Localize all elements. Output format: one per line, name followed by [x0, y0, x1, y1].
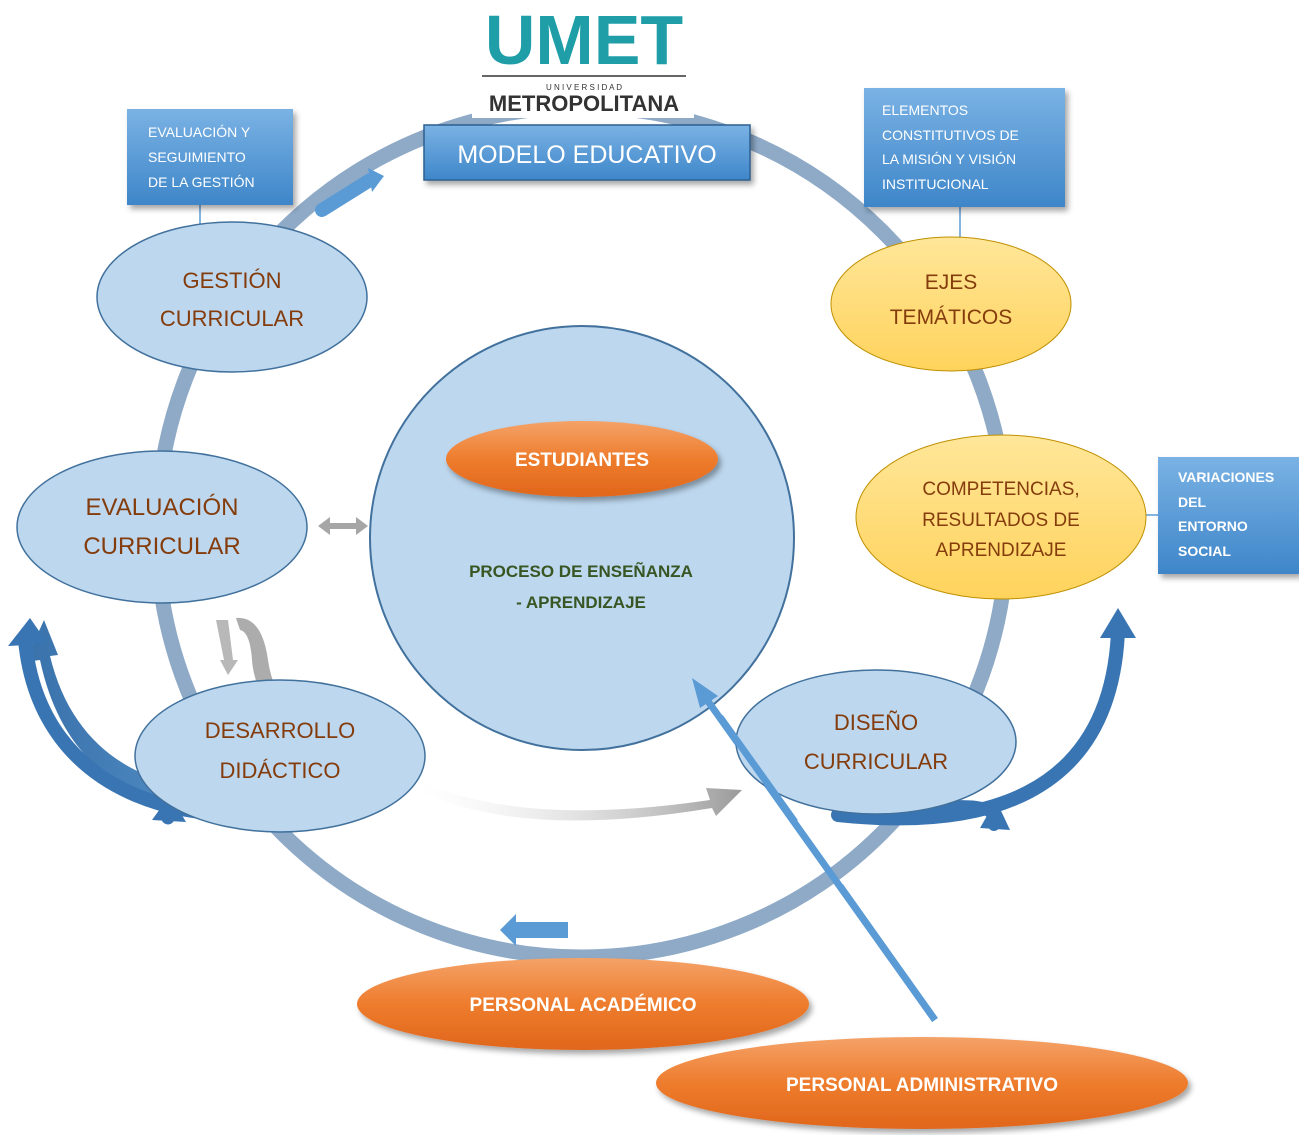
ring-arrow-top: [315, 168, 384, 217]
ejes-line-2: TEMÁTICOS: [890, 306, 1013, 329]
elementos-line-2: CONSTITUTIVOS DE: [882, 127, 1019, 143]
competencias-node: [855, 434, 1147, 600]
estudiantes-ellipse: [446, 421, 718, 497]
elementos-line-4: INSTITUCIONAL: [882, 176, 989, 192]
diseno-line-1: DISEÑO: [834, 710, 918, 735]
logo-brand: UMET: [485, 1, 683, 79]
gray-arrow-desarrollo-diseno: [418, 780, 742, 821]
modelo-educativo-title: MODELO EDUCATIVO: [457, 141, 716, 169]
evaluacion-seguimiento-box: [127, 109, 293, 205]
variaciones-line-3: ENTORNO: [1178, 518, 1248, 534]
personal-administrativo-label: PERSONAL ADMINISTRATIVO: [786, 1075, 1058, 1096]
desarrollo-line-2: DIDÁCTICO: [220, 758, 341, 783]
gray-down-arrows: [216, 617, 292, 718]
curved-arrow-left-inner-head: [152, 795, 186, 822]
competencias-line-3: APRENDIZAJE: [936, 540, 1067, 561]
personal-academico-label: PERSONAL ACADÉMICO: [470, 994, 697, 1016]
evaluacion-seguimiento-line-1: EVALUACIÓN Y: [148, 124, 251, 140]
modelo-educativo-box: [423, 124, 751, 181]
curved-arrow-right-outer: [831, 625, 1125, 826]
evaluacion-curricular-node: [16, 450, 308, 604]
gestion-line-2: CURRICULAR: [160, 306, 304, 331]
ejes-line-1: EJES: [925, 271, 978, 294]
personal-academico-ellipse: [357, 958, 809, 1050]
curved-arrow-left-outer-head: [8, 618, 48, 646]
evaluacion-seguimiento-line-3: DE LA GESTIÓN: [148, 174, 255, 190]
competencias-line-2: RESULTADOS DE: [922, 510, 1080, 531]
umet-logo: UMET U N I V E R S I D A D METROPOLITANA: [472, 0, 694, 118]
desarrollo-line-1: DESARROLLO: [205, 718, 355, 743]
estudiantes-label: ESTUDIANTES: [515, 450, 649, 471]
personal-administrativo-ellipse: [656, 1037, 1188, 1129]
center-circle: [369, 325, 795, 751]
variaciones-entorno-box: [1158, 457, 1299, 574]
diagonal-arrow-overlay-2: [717, 714, 798, 825]
ring-arrow-bottom: [500, 914, 568, 946]
gestion-curricular-node: [96, 221, 368, 373]
double-arrow-icon: [318, 517, 368, 535]
elementos-line-3: LA MISIÓN Y VISIÓN: [882, 151, 1016, 167]
evaluacion-line-1: EVALUACIÓN: [86, 494, 239, 521]
variaciones-line-2: DEL: [1178, 494, 1206, 510]
elementos-constitutivos-box: [864, 88, 1065, 207]
elementos-line-1: ELEMENTOS: [882, 102, 968, 118]
curved-arrow-academico-evaluacion: [25, 620, 330, 809]
evaluacion-seguimiento-line-2: SEGUIMIENTO: [148, 149, 246, 165]
desarrollo-didactico-node: [134, 679, 426, 833]
variaciones-line-1: VARIACIONES: [1178, 469, 1274, 485]
evaluacion-line-2: CURRICULAR: [83, 533, 240, 560]
logo-subtitle: U N I V E R S I D A D: [546, 83, 622, 92]
logo-name: METROPOLITANA: [489, 91, 679, 116]
competencias-line-1: COMPETENCIAS,: [922, 479, 1079, 500]
diseno-line-2: CURRICULAR: [804, 749, 948, 774]
ejes-tematicos-node: [830, 236, 1072, 372]
variaciones-line-4: SOCIAL: [1178, 543, 1231, 559]
curved-arrow-right-inner-head: [980, 800, 1010, 830]
gestion-line-1: GESTIÓN: [182, 268, 281, 293]
curved-arrow-right-outer-head: [1100, 608, 1136, 638]
proceso-line-1: PROCESO DE ENSEÑANZA: [469, 561, 693, 581]
proceso-line-2: - APRENDIZAJE: [516, 593, 646, 612]
diagonal-arrow-overlay: [837, 883, 938, 1023]
